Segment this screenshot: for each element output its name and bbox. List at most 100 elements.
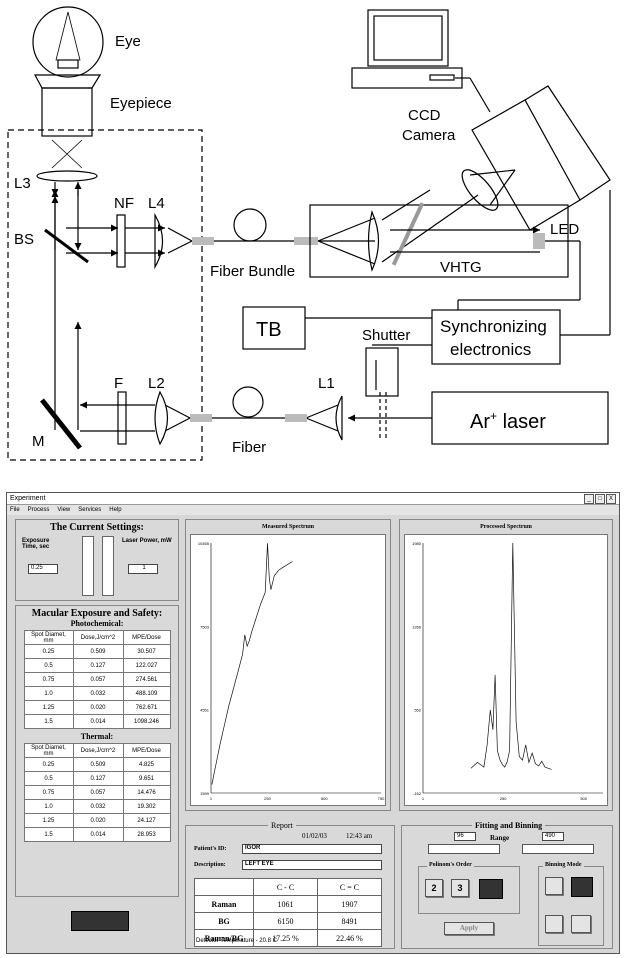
table-cell: 0.5: [23, 658, 74, 673]
label-tb: TB: [256, 319, 282, 341]
cell-value: 17.25 %: [253, 929, 318, 947]
table-cell: 0.014: [72, 827, 124, 842]
x-tick-label: 1: [422, 796, 425, 801]
eye-icon: [32, 6, 104, 78]
y-tick-label: 7503: [200, 624, 210, 629]
table-cell: 0.032: [72, 686, 124, 701]
maximize-button[interactable]: □: [595, 494, 605, 504]
table-cell: Spot Diamet, mm: [23, 743, 74, 758]
range-label: Range: [490, 834, 510, 842]
table-cell: 24.127: [122, 813, 171, 828]
binning-title: Binning Mode: [543, 862, 584, 868]
row-label: Raman: [194, 895, 254, 913]
label-eyepiece: Eyepiece: [110, 95, 172, 112]
menu-services[interactable]: Services: [78, 507, 102, 513]
range-low-input[interactable]: 96: [454, 832, 476, 841]
table-cell: 0.509: [72, 644, 124, 659]
label-l1: L1: [318, 375, 335, 392]
label-ccd: CCD: [408, 107, 441, 124]
exposure-label: Exposure Time, sec: [22, 538, 50, 550]
label-vhtg: VHTG: [440, 259, 482, 276]
polinom-selected-button[interactable]: [479, 879, 503, 899]
minimize-button[interactable]: _: [584, 494, 594, 504]
y-tick-label: 10455: [198, 541, 210, 546]
table-cell: 0.75: [23, 785, 74, 800]
table-cell: 4.825: [122, 757, 171, 772]
table-cell: 0.032: [72, 799, 124, 814]
series-line: [470, 542, 552, 770]
menu-help[interactable]: Help: [109, 507, 122, 513]
dark-action-button[interactable]: [71, 911, 129, 931]
fitting-title: Fitting and Binning: [472, 821, 546, 830]
label-nf: NF: [114, 195, 134, 212]
table-cell: MPE/Dose: [122, 630, 171, 645]
exposure-input[interactable]: 0.25: [28, 564, 58, 574]
range-high-slider[interactable]: [522, 844, 594, 854]
table-cell: 1.25: [23, 813, 74, 828]
binning-double-icon[interactable]: [545, 915, 563, 933]
settings-title: The Current Settings:: [50, 522, 144, 533]
table-cell: 14.476: [122, 785, 171, 800]
table-cell: 0.020: [72, 700, 124, 715]
menu-process[interactable]: Process: [27, 507, 50, 513]
binning-triple-icon[interactable]: [571, 915, 591, 933]
app-title: Experiment: [10, 495, 46, 502]
x-tick-label: 1: [210, 796, 213, 801]
table-cell: 9.651: [122, 771, 171, 786]
label-eye: Eye: [115, 33, 141, 50]
table-cell: 0.5: [23, 771, 74, 786]
y-tick-label: 1266: [412, 624, 422, 629]
polinom-2-button[interactable]: 2: [425, 879, 443, 897]
apply-button[interactable]: Apply: [444, 922, 494, 935]
series-line: [211, 543, 293, 785]
polinom-order-group: Polinom's Order 2 3: [418, 862, 520, 914]
current-settings-panel: The Current Settings: Exposure Time, sec…: [15, 519, 179, 601]
menu-view[interactable]: View: [57, 507, 71, 513]
optical-setup-diagram: Eye Eyepiece L3 BS NF L4 Fiber Bundle CC…: [7, 6, 611, 461]
binning-selected-button[interactable]: [571, 877, 593, 897]
table-cell: 0.057: [72, 672, 124, 687]
power-label: Laser Power, mW: [122, 538, 172, 544]
table-cell: 28.953: [122, 827, 171, 842]
table-cell: 30.507: [122, 644, 171, 659]
cell-value: 1061: [253, 895, 318, 913]
exposure-scrollbar[interactable]: [82, 536, 94, 596]
label-l4: L4: [148, 195, 165, 212]
polinom-title: Polinom's Order: [427, 862, 474, 868]
table-cell: 1.5: [23, 714, 74, 729]
range-low-slider[interactable]: [428, 844, 500, 854]
patient-id-input[interactable]: IGOR: [242, 844, 382, 854]
close-button[interactable]: X: [606, 494, 616, 504]
range-high-input[interactable]: 490: [542, 832, 564, 841]
table-cell: 0.020: [72, 813, 124, 828]
x-tick-label: 750: [378, 796, 385, 801]
label-camera: Camera: [402, 127, 456, 144]
binning-single-icon[interactable]: [545, 877, 563, 895]
description-input[interactable]: LEFT EYE: [242, 860, 382, 870]
power-scrollbar[interactable]: [102, 536, 114, 596]
power-input[interactable]: 1: [128, 564, 158, 574]
menu-file[interactable]: File: [10, 507, 20, 513]
cell-value: 22.46 %: [317, 929, 382, 947]
polinom-3-button[interactable]: 3: [451, 879, 469, 897]
table-cell: 274.561: [122, 672, 171, 687]
sync-electronics-box: [431, 309, 561, 365]
label-shutter: Shutter: [362, 327, 410, 344]
shutter: [365, 347, 399, 397]
computer-monitor-icon: [367, 9, 449, 67]
